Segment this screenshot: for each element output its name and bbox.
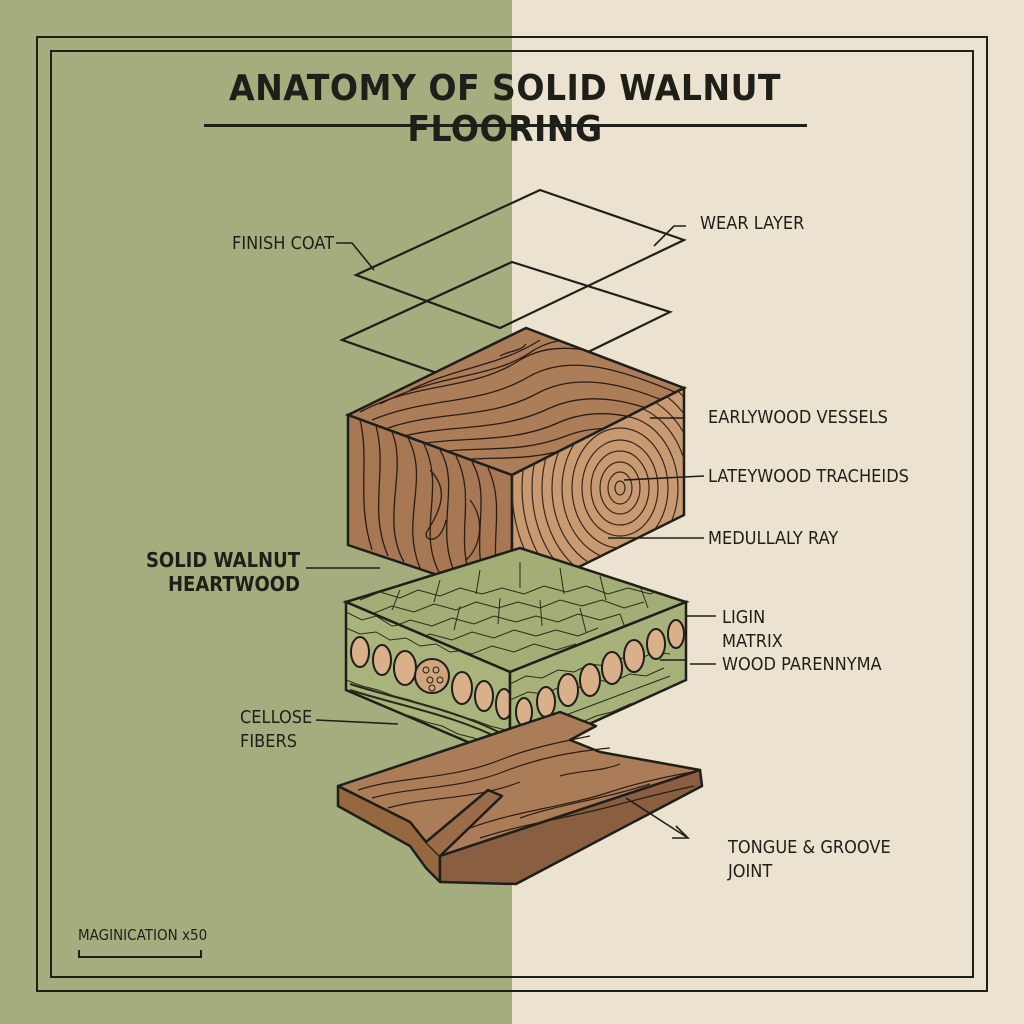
wear-layer-sheet [353, 188, 687, 330]
label-wear-layer: WEAR LAYER [700, 213, 805, 234]
label-finish-coat: FINISH COAT [232, 233, 335, 254]
leader-lines [306, 225, 716, 839]
label-earlywood-vessels: EARLYWOOD VESSELS [708, 407, 888, 428]
outer-frame [36, 36, 988, 992]
inner-frame [50, 50, 974, 978]
tongue-groove-planks [336, 710, 704, 886]
label-heartwood: SOLID WALNUT HEARTWOOD [138, 548, 300, 596]
label-lignin-matrix: LIGIN MATRIX [722, 606, 783, 654]
label-cellulose-line1: CELLOSE [240, 707, 313, 728]
label-heartwood-line2: HEARTWOOD [167, 572, 300, 596]
label-joint-line1: TONGUE & GROOVE [728, 837, 891, 858]
label-tongue-groove-joint: TONGUE & GROOVE JOINT [728, 836, 891, 884]
vessel-cells [350, 636, 510, 720]
heartwood-block [344, 326, 688, 603]
label-wood-parenchyma: WOOD PARENNYMA [722, 654, 882, 675]
label-lignin-line1: LIGIN [722, 607, 766, 628]
label-cellulose-fibers: CELLOSE FIBERS [240, 706, 312, 754]
label-medullary-ray: MEDULLALY RAY [708, 528, 839, 549]
label-cellulose-line2: FIBERS [240, 731, 297, 752]
label-joint-line2: JOINT [728, 861, 773, 882]
magnification-label: MAGINICATION x50 [78, 926, 208, 944]
diagram-title: ANATOMY OF SOLID WALNUT FLOORING [229, 68, 781, 150]
scale-bar [78, 950, 202, 958]
title-underline [204, 124, 807, 127]
label-lignin-line2: MATRIX [722, 631, 783, 652]
label-latewood-tracheids: LATEYWOOD TRACHEIDS [708, 466, 909, 487]
label-heartwood-line1: SOLID WALNUT [145, 548, 300, 572]
